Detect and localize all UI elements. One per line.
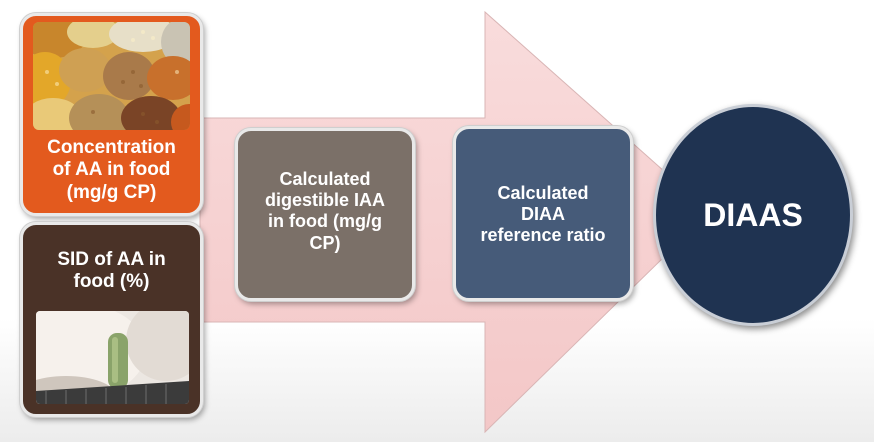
- diaas-circle: DIAAS: [653, 104, 853, 326]
- pig-cannula-photo: [36, 311, 189, 404]
- digestible-iaa-label: Calculated digestible IAA in food (mg/g …: [264, 169, 385, 253]
- grains-photo: [33, 22, 190, 130]
- concentration-label: Concentration of AA in food (mg/g CP): [47, 137, 176, 203]
- sid-label: SID of AA in food (%): [57, 249, 166, 293]
- diaa-reference-ratio-box: Calculated DIAA reference ratio: [453, 126, 633, 301]
- diaas-label: DIAAS: [703, 196, 803, 233]
- digestible-iaa-box: Calculated digestible IAA in food (mg/g …: [235, 128, 415, 301]
- diaa-reference-ratio-label: Calculated DIAA reference ratio: [480, 183, 606, 246]
- sid-box: SID of AA in food (%): [20, 222, 203, 417]
- concentration-box: Concentration of AA in food (mg/g CP): [20, 13, 203, 216]
